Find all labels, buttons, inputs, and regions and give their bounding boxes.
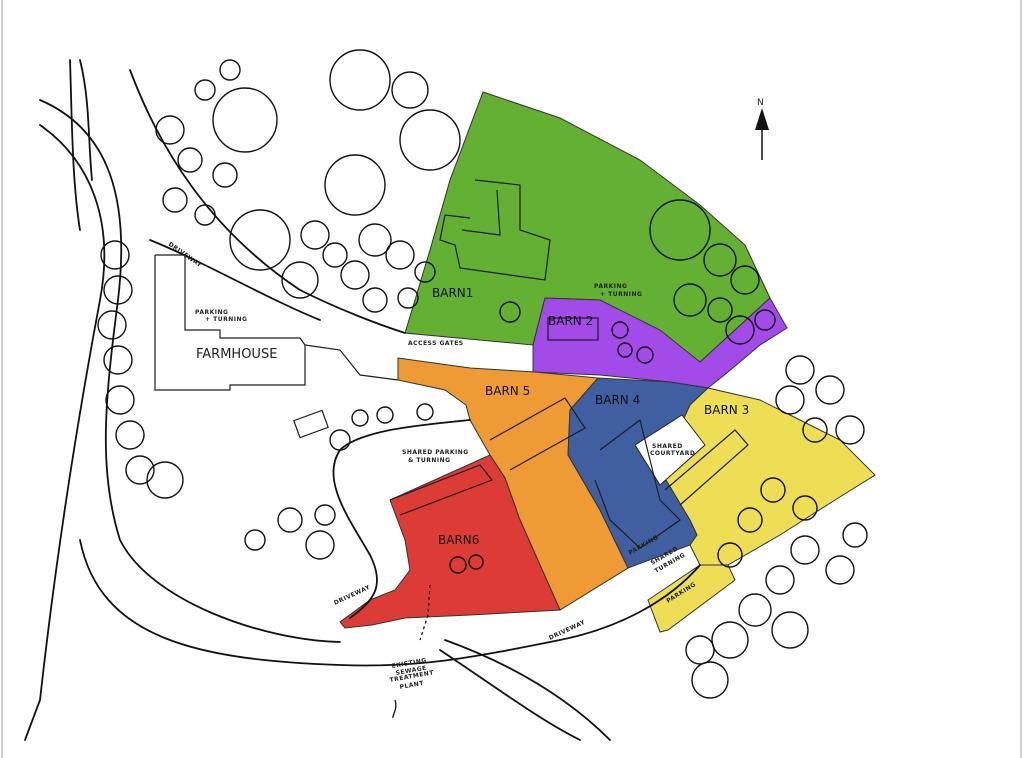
barn1-building-inner (461, 189, 501, 236)
barn2-label[interactable]: BARN 2 (548, 314, 593, 328)
barn6-label[interactable]: BARN6 (438, 533, 479, 547)
driveway-north-lower (149, 239, 321, 321)
barn1-building (439, 179, 551, 281)
farmhouse-label: FARMHOUSE (196, 347, 277, 362)
barn5-label[interactable]: BARN 5 (485, 384, 530, 398)
road-west-edge (69, 59, 81, 231)
tree-cluster-inner (244, 403, 434, 560)
tree-cluster-west (97, 240, 184, 499)
barn1-label[interactable]: BARN1 (432, 286, 473, 300)
barn4-label[interactable]: BARN 4 (595, 393, 640, 407)
farmhouse-building (154, 254, 306, 391)
driveway-southeast (444, 639, 611, 741)
shared-courtyard-area (634, 414, 706, 486)
road-west-inner (39, 99, 341, 643)
parking-turning-barn1-label-2: + TURNING (600, 291, 642, 298)
barn5-building (489, 397, 586, 471)
tree-cluster-plots (397, 261, 818, 574)
parking-turning-nw-label-2: + TURNING (205, 316, 247, 323)
tree-cluster-north (155, 49, 461, 313)
shared-parking-label: SHARED PARKING (402, 449, 469, 456)
barn3-label[interactable]: BARN 3 (704, 403, 749, 417)
sewage-pointer (392, 699, 397, 719)
north-label: N (757, 98, 764, 108)
barn3-building (664, 429, 749, 506)
tree-cluster-east (649, 199, 865, 445)
road-west-outer (24, 124, 106, 741)
parking-turning-barn1-label: PARKING (594, 283, 627, 290)
shared-courtyard-label-2: COURTYARD (650, 450, 695, 457)
shed-building (293, 409, 329, 439)
tree-cluster-southeast (685, 522, 868, 699)
barn4-building (594, 418, 681, 549)
sewage-label-4: PLANT (399, 680, 425, 691)
road-west-edge2 (79, 59, 93, 181)
sewage-pipe (419, 584, 431, 641)
driveway-south-curve (79, 539, 701, 667)
barn6-building (389, 464, 493, 516)
parking-turning-nw-label: PARKING (195, 309, 228, 316)
access-gates-label: ACCESS GATES (408, 340, 464, 347)
shared-parking-label-2: & TURNING (408, 457, 451, 464)
barn2-building (547, 317, 599, 341)
driveway-se-inner (439, 649, 581, 741)
farmhouse-annex (304, 344, 399, 381)
north-arrow-icon (755, 108, 769, 160)
shared-courtyard-label: SHARED (652, 443, 683, 450)
driveway-shared (332, 419, 471, 619)
